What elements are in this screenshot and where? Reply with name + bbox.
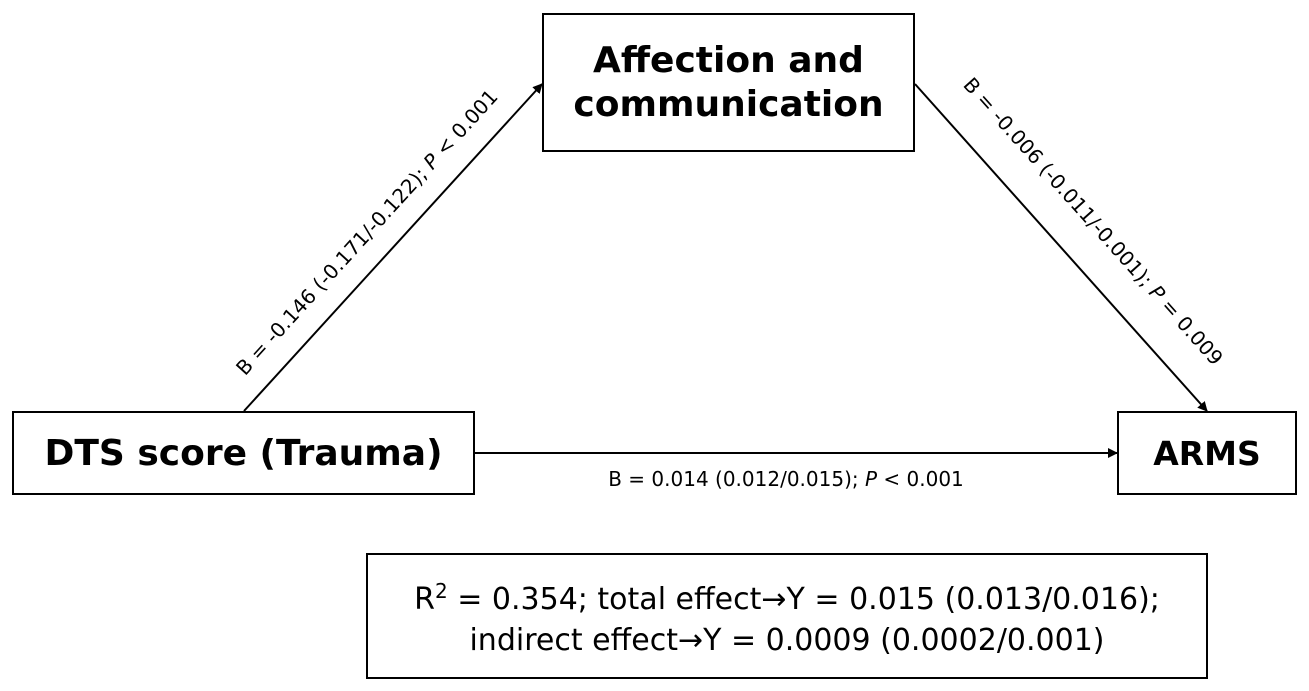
model-summary-box: R2 = 0.354; total effect→Y = 0.015 (0.01… xyxy=(366,553,1208,679)
path-b-label: B = -0.006 (-0.011/-0.001); P = 0.009 xyxy=(959,73,1228,370)
path-a-label: B = -0.146 (-0.171/-0.122); P < 0.001 xyxy=(231,85,503,380)
path-c-label: B = 0.014 (0.012/0.015); P < 0.001 xyxy=(608,467,964,491)
predictor-label: DTS score (Trauma) xyxy=(44,432,443,474)
outcome-node: ARMS xyxy=(1117,411,1297,495)
summary-line-2: indirect effect→Y = 0.0009 (0.0002/0.001… xyxy=(469,623,1105,658)
mediator-label: Affection and communication xyxy=(573,39,884,125)
summary-line-1: R2 = 0.354; total effect→Y = 0.015 (0.01… xyxy=(414,579,1160,617)
outcome-label: ARMS xyxy=(1153,433,1261,473)
arrow-predictor-to-mediator xyxy=(243,83,543,412)
mediator-node: Affection and communication xyxy=(542,13,915,152)
arrow-mediator-to-outcome xyxy=(914,83,1208,412)
predictor-node: DTS score (Trauma) xyxy=(12,411,475,495)
